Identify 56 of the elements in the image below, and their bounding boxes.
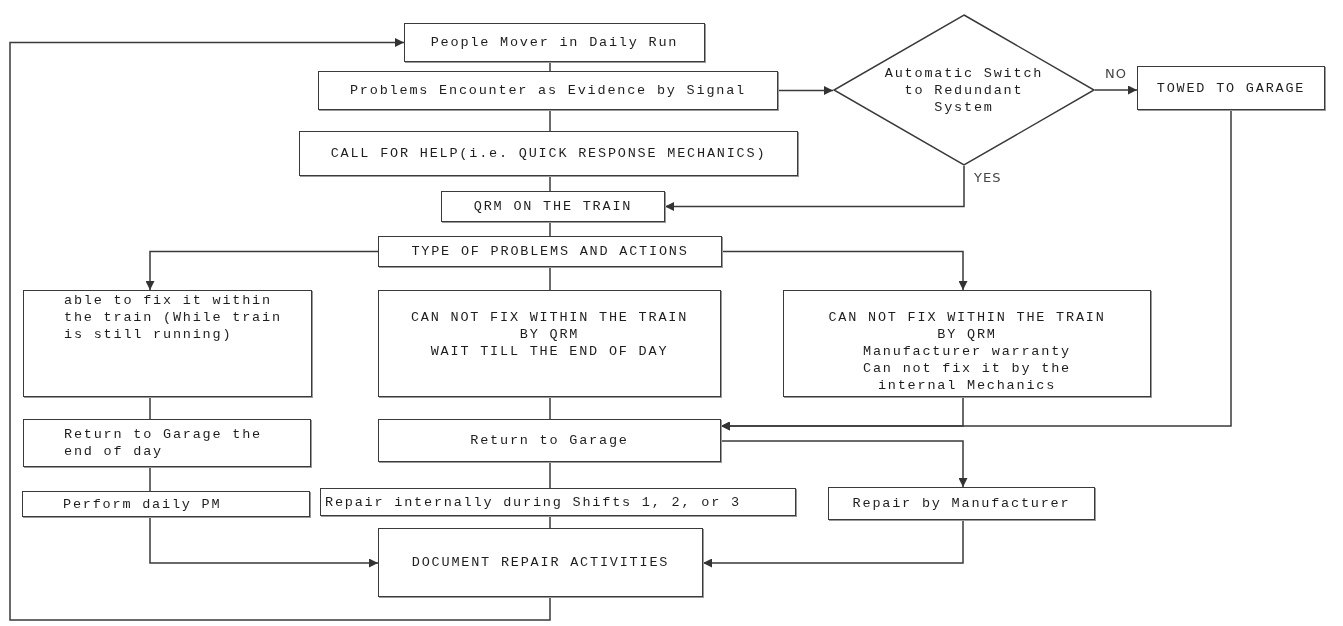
arrow (777, 86, 834, 95)
process-box (441, 191, 665, 222)
box-text: Problems Encounter as Evidence by Signal (349, 82, 747, 99)
box-text: Return to Garage (470, 432, 629, 449)
arrow (149, 516, 379, 568)
box-text: Repair by Manufacturer (852, 495, 1071, 512)
connector-line (549, 515, 551, 529)
connector-line (549, 461, 551, 489)
process-box (23, 419, 311, 467)
arrow (1094, 85, 1138, 95)
box-text: able to fix it within the train (While train is still running) (64, 292, 283, 343)
arrow (664, 165, 965, 211)
process-box (828, 487, 1095, 520)
box-text: CAN NOT FIX WITHIN THE TRAIN BY QRM (409, 309, 690, 343)
process-box (783, 290, 1151, 397)
decision-diamond (833, 14, 1095, 166)
process-box (318, 71, 778, 110)
process-box (378, 236, 722, 267)
connector-line (549, 109, 551, 132)
process-box (22, 491, 310, 517)
box-text: Manufacturer warranty (863, 343, 1071, 360)
edge-label: NO (1103, 66, 1129, 81)
box-text: Repair internally during Shifts 1, 2, or 3 (325, 493, 741, 511)
connector-line (549, 175, 551, 192)
connector-line (149, 396, 151, 420)
box-text: Return to Garage the end of day (64, 426, 264, 460)
process-box (23, 290, 312, 397)
connector-line (549, 266, 551, 291)
connector-line (549, 61, 551, 72)
arrow (702, 519, 964, 568)
box-text: TYPE OF PROBLEMS AND ACTIONS (411, 243, 689, 260)
process-box (378, 419, 721, 462)
arrow (145, 250, 379, 291)
box-text: People Mover in Daily Run (430, 34, 679, 51)
connector-line (149, 466, 151, 492)
process-box (1137, 66, 1325, 110)
box-text: Automatic Switch to Redundant System (883, 64, 1045, 116)
connector-line (549, 396, 551, 420)
process-box (378, 290, 721, 397)
process-box (320, 488, 796, 516)
box-text: CALL FOR HELP(i.e. QUICK RESPONSE MECHANICS) (330, 145, 767, 162)
box-text: DOCUMENT REPAIR ACTIVITIES (411, 554, 670, 571)
arrow (720, 440, 968, 488)
arrow (9, 38, 551, 621)
box-text: TOWED TO GARAGE (1156, 79, 1306, 97)
box-text: CAN NOT FIX WITHIN THE TRAIN BY QRM (827, 309, 1107, 343)
box-text: Perform daily PM (63, 495, 222, 513)
box-text: Can not fix it by the internal Mechanics (862, 360, 1072, 394)
arrow (721, 250, 968, 291)
process-box (378, 528, 703, 597)
arrow (720, 109, 1232, 431)
box-text: WAIT TILL THE END OF DAY (430, 343, 669, 360)
connector-line (549, 221, 551, 237)
process-box (299, 131, 798, 176)
process-box (404, 23, 705, 62)
box-text: QRM ON THE TRAIN (473, 198, 633, 215)
